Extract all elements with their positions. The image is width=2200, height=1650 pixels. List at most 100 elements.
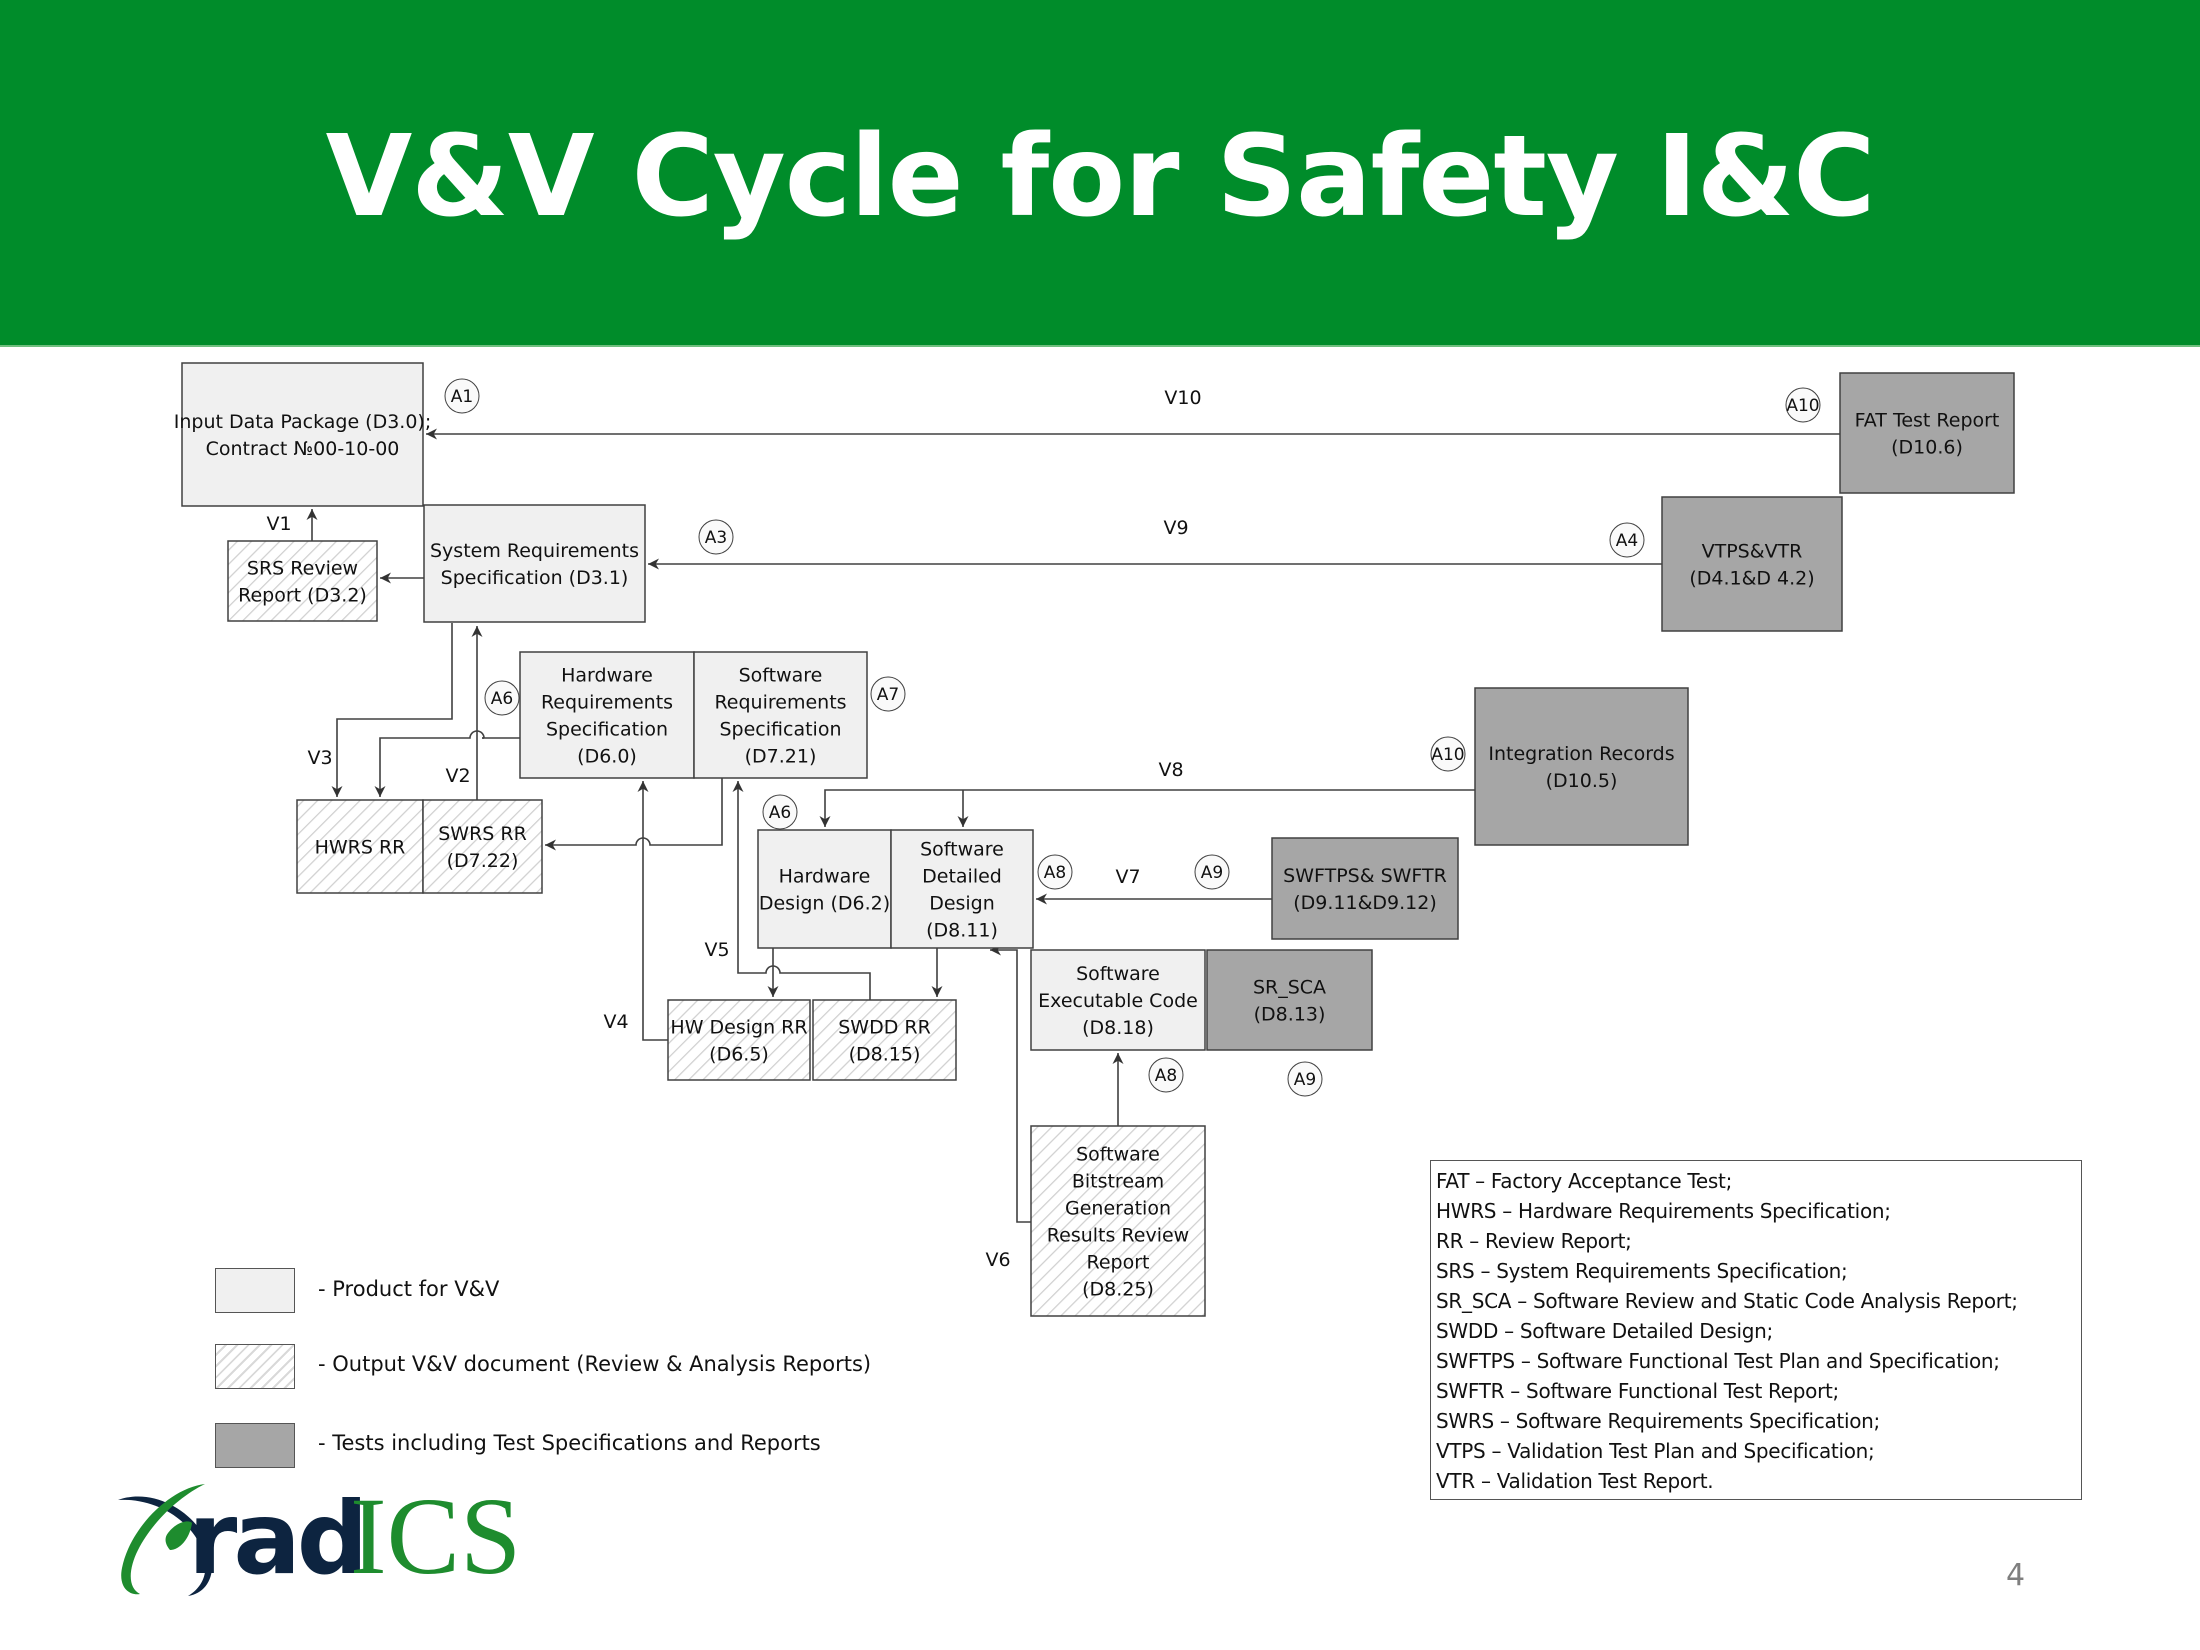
activity-marker-a9-top: A9 bbox=[1194, 854, 1230, 890]
activity-circle bbox=[1785, 387, 1821, 423]
activity-label: A9 bbox=[1201, 863, 1223, 883]
box-shape bbox=[890, 829, 1034, 949]
box-label-line: Report bbox=[1087, 1252, 1150, 1274]
flow-hwreq-to-hwrsrr bbox=[374, 730, 520, 797]
glossary-item: VTPS – Validation Test Plan and Specific… bbox=[1436, 1439, 1875, 1463]
glossary-item: SWRS – Software Requirements Specificati… bbox=[1436, 1409, 1880, 1433]
box-shape bbox=[423, 504, 646, 623]
box-label-line: Design bbox=[929, 893, 995, 915]
box-label-line: Contract №00-10-00 bbox=[206, 438, 400, 460]
activity-marker-a3: A3 bbox=[698, 519, 734, 555]
activity-circle bbox=[484, 680, 520, 716]
box-label-line: SWRS RR bbox=[438, 823, 527, 845]
box-label-line: Software bbox=[739, 665, 823, 687]
activity-label: A1 bbox=[451, 387, 473, 407]
flow-v3-line bbox=[331, 623, 453, 797]
activity-circle bbox=[1609, 522, 1645, 558]
flow-swreq-to-swrsrr bbox=[545, 778, 723, 851]
box-label-line: Requirements bbox=[714, 692, 846, 714]
activity-label: A8 bbox=[1155, 1066, 1177, 1086]
box-label-line: (D10.6) bbox=[1891, 437, 1963, 459]
box-label-line: (D9.11&D9.12) bbox=[1293, 892, 1437, 914]
flow-label-v6: V6 bbox=[985, 1249, 1010, 1271]
flow-label-v3: V3 bbox=[307, 747, 332, 769]
box-shape bbox=[422, 799, 543, 894]
activity-label: A3 bbox=[705, 528, 727, 548]
box-label-line: Design (D6.2) bbox=[759, 893, 890, 915]
activity-label: A10 bbox=[1431, 745, 1464, 765]
title-banner bbox=[0, 0, 2200, 345]
logo-text-ics: ICS bbox=[350, 1478, 521, 1597]
legend-swatch-output bbox=[215, 1344, 295, 1389]
abbreviation-glossary: FAT – Factory Acceptance Test; HWRS – Ha… bbox=[1430, 1160, 2082, 1500]
activity-circle bbox=[1037, 854, 1073, 890]
box-shape bbox=[693, 651, 868, 779]
box-label-line: HWRS RR bbox=[315, 837, 406, 859]
flow-label-v5: V5 bbox=[704, 939, 729, 961]
box-shape bbox=[757, 829, 892, 949]
activity-circle bbox=[444, 378, 480, 414]
box-label-line: Executable Code bbox=[1038, 990, 1198, 1012]
box-label-line: FAT Test Report bbox=[1855, 410, 2000, 432]
flow-label-v1: V1 bbox=[266, 513, 291, 535]
glossary-item: FAT – Factory Acceptance Test; bbox=[1436, 1169, 1733, 1193]
box-label-line: (D10.5) bbox=[1546, 770, 1618, 792]
glossary-item: SWFTPS – Software Functional Test Plan a… bbox=[1436, 1349, 2000, 1373]
flow-v8-line bbox=[819, 789, 1475, 827]
legend-label-product: - Product for V&V bbox=[318, 1277, 500, 1301]
box-label-line: System Requirements bbox=[430, 540, 639, 562]
box-shape bbox=[296, 799, 424, 894]
box-label-line: Software bbox=[1076, 963, 1160, 985]
box-label-line: VTPS&VTR bbox=[1702, 541, 1803, 563]
box-label-line: Specification bbox=[720, 719, 842, 741]
glossary-item: SR_SCA – Software Review and Static Code… bbox=[1436, 1289, 2018, 1313]
box-label-line: Specification (D3.1) bbox=[441, 567, 629, 589]
activity-marker-a6-left: A6 bbox=[484, 680, 520, 716]
glossary-item: SWDD – Software Detailed Design; bbox=[1436, 1319, 1773, 1343]
box-shape bbox=[519, 651, 695, 779]
box-integration: Integration Records(D10.5) bbox=[1474, 687, 1689, 846]
activity-marker-a4: A4 bbox=[1609, 522, 1645, 558]
activity-marker-a8-bottom: A8 bbox=[1148, 1057, 1184, 1093]
activity-label: A6 bbox=[769, 803, 791, 823]
flow-v4-line bbox=[637, 781, 668, 1041]
legend-label-test: - Tests including Test Specifications an… bbox=[318, 1431, 821, 1455]
box-sr-sca: SR_SCA(D8.13) bbox=[1206, 949, 1373, 1051]
box-label-line: (D6.0) bbox=[577, 746, 637, 768]
box-label-line: Report (D3.2) bbox=[238, 585, 367, 607]
activity-marker-a7: A7 bbox=[870, 676, 906, 712]
box-label-line: Hardware bbox=[779, 866, 871, 888]
logo-orbit-green-icon bbox=[121, 1484, 205, 1595]
flow-v6-line bbox=[990, 944, 1031, 1223]
box-shape bbox=[1271, 837, 1459, 940]
box-label-line: Input Data Package (D3.0); bbox=[174, 411, 432, 433]
logo-text-rad: rad bbox=[188, 1480, 364, 1597]
box-fat-test: FAT Test Report (D10.6) bbox=[1839, 372, 2015, 494]
legend-label-output: - Output V&V document (Review & Analysis… bbox=[318, 1352, 872, 1376]
activity-circle bbox=[1287, 1061, 1323, 1097]
box-label-line: (D7.22) bbox=[447, 850, 519, 872]
box-label-line: SR_SCA bbox=[1253, 977, 1326, 999]
box-vtps-vtr: VTPS&VTR(D4.1&D 4.2) bbox=[1661, 496, 1843, 632]
slide-title: V&V Cycle for Safety I&C bbox=[325, 112, 1876, 242]
box-label-line: (D8.18) bbox=[1082, 1017, 1154, 1039]
logo-orbit-dark-icon bbox=[118, 1496, 213, 1596]
glossary-item: SRS – System Requirements Specification; bbox=[1436, 1259, 1848, 1283]
box-label-line: Hardware bbox=[561, 665, 653, 687]
box-shape bbox=[1474, 687, 1689, 846]
box-label-line: SWDD RR bbox=[838, 1017, 931, 1039]
activity-circle bbox=[1148, 1057, 1184, 1093]
box-hwrs-rr: HWRS RR bbox=[296, 799, 424, 894]
box-shape bbox=[1206, 949, 1373, 1051]
activity-label: A8 bbox=[1044, 863, 1066, 883]
radics-logo: rad ICS bbox=[118, 1478, 521, 1597]
glossary-item: RR – Review Report; bbox=[1436, 1229, 1632, 1253]
box-shape bbox=[227, 540, 378, 622]
activity-circle bbox=[1194, 854, 1230, 890]
